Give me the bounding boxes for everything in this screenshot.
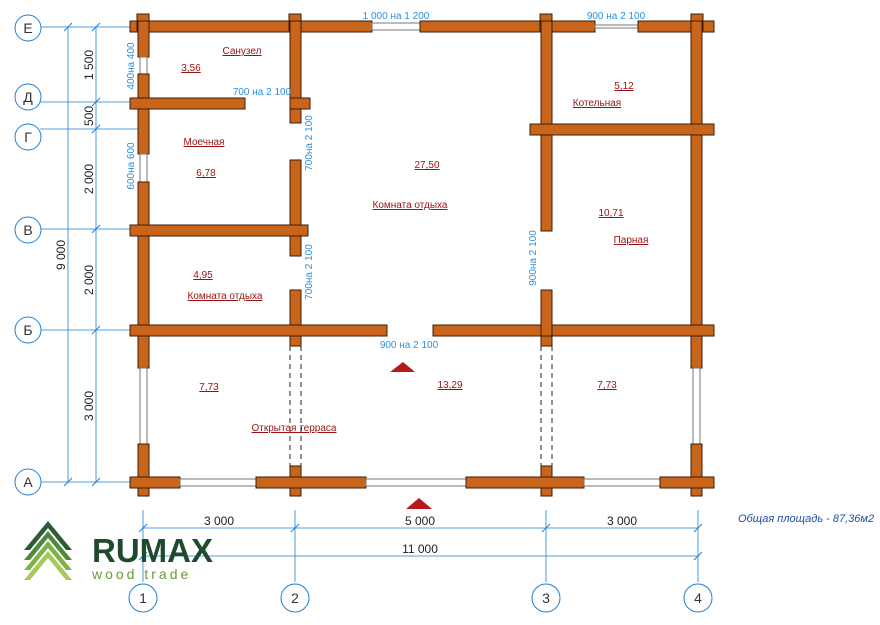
total-area: Общая площадь - 87,36м2 [738,513,875,525]
dim-left-2: 500 [82,106,96,126]
entry-arrow-inner [390,362,415,372]
dim-left-5: 3 000 [82,391,96,421]
label-door-top-right: 900 на 2 100 [587,11,646,22]
terrace-left-area: 7,73 [199,382,219,393]
room-steam-label: Парная [614,235,649,246]
dim-left-4: 2 000 [82,265,96,295]
axis-col-3: 3 [542,590,550,606]
axis-row-d: Д [23,89,33,105]
column-axes: 1 2 3 4 [128,583,713,613]
room-steam-area: 10,71 [598,208,623,219]
label-door-steam: 900на 2 100 [528,230,539,286]
room-rest-main-label: Комната отдыха [373,200,448,211]
room-rest-small-area: 4,95 [193,270,213,281]
label-door-bath: 700 на 2 100 [233,87,292,98]
room-bath-label: Санузел [223,46,262,57]
room-bath-area: 3,56 [181,63,201,74]
room-labels: Санузел 3,56 Моечная 6,78 4,95 Комната о… [181,46,648,434]
room-rest-main-area: 27,50 [414,160,439,171]
axis-row-g: Г [24,129,32,145]
logo-subtitle: wood trade [92,566,192,582]
room-boiler-label: Котельная [573,98,621,109]
label-door-wash: 700на 2 100 [304,115,315,171]
terrace-openings [289,346,553,466]
room-wash-label: Моечная [184,137,225,148]
dim-bottom-1: 3 000 [204,514,234,528]
axis-col-4: 4 [694,590,702,606]
axis-row-e: Е [23,20,32,36]
room-rest-small-label: Комната отдыха [188,291,263,302]
room-boiler-area: 5,12 [614,81,634,92]
axis-row-b: Б [23,322,32,338]
dim-bottom-2: 5 000 [405,514,435,528]
walls [129,13,715,497]
dim-left-1: 1 500 [82,50,96,80]
axis-col-1: 1 [139,590,147,606]
terrace-right-area: 7,73 [597,380,617,391]
row-axes: Е Д Г В Б А [14,14,42,496]
bottom-dimensions: 3 000 5 000 3 000 11 000 [138,510,703,582]
dim-bottom-total: 11 000 [402,542,438,556]
axis-row-v: В [23,222,32,238]
entry-arrow-outer [406,498,432,509]
dim-bottom-3: 3 000 [607,514,637,528]
room-wash-area: 6,78 [196,168,216,179]
label-window-top: 1 000 на 1 200 [363,11,430,22]
axis-col-2: 2 [291,590,299,606]
logo-name: RUMAX [92,532,213,569]
axis-row-a: А [23,474,33,490]
label-door-rest-small: 700на 2 100 [304,244,315,300]
dim-left-total: 9 000 [54,240,68,270]
label-door-main: 900 на 2 100 [380,340,439,351]
label-window-wash: 600на 600 [126,142,137,190]
opening-labels: 1 000 на 1 200 900 на 2 100 400на 400 70… [126,11,646,351]
left-dimensions: 1 500 500 2 000 2 000 3 000 9 000 [40,22,140,487]
terrace-mid-area: 13,29 [437,380,462,391]
dim-left-3: 2 000 [82,164,96,194]
label-window-bath: 400на 400 [126,42,137,90]
rumax-logo-icon [24,521,72,580]
terrace-label: Открытая терраса [252,423,337,434]
